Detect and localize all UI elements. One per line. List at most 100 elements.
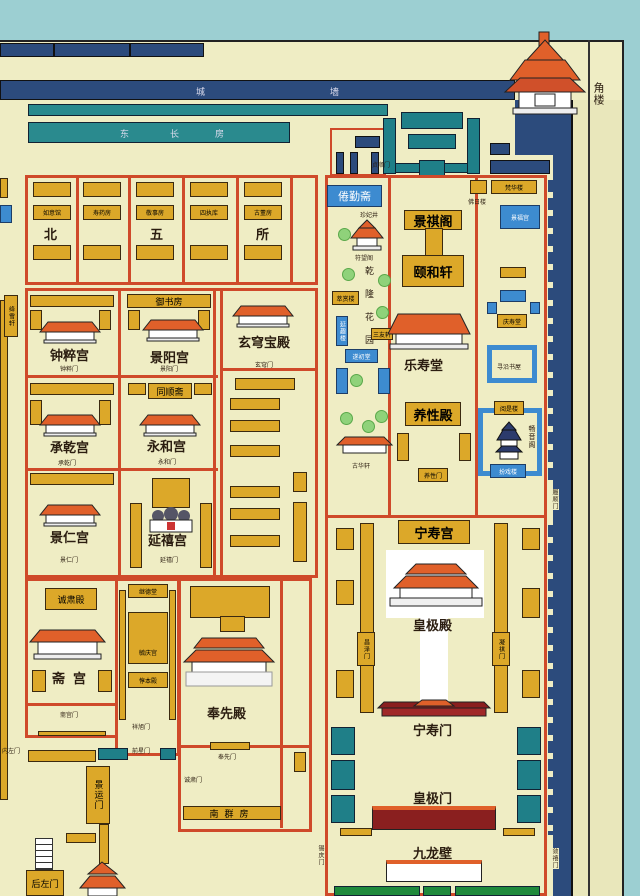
changyinge-label: 畅音阁 <box>528 425 536 449</box>
building-label: 四执库 <box>199 210 218 217</box>
gate-label: 贞顺门 <box>372 162 391 169</box>
north-five-compound <box>25 175 318 285</box>
palace-icon <box>141 319 205 342</box>
sizhiku: 四执库 <box>190 205 228 220</box>
building <box>470 180 487 194</box>
building <box>293 502 307 562</box>
building <box>522 588 540 618</box>
divider <box>325 515 547 518</box>
gate-label: 锡庆门 <box>317 845 324 866</box>
building <box>230 398 280 410</box>
building <box>459 433 471 461</box>
gate-label: 敛禧门 <box>550 848 559 869</box>
east-wall-bastions <box>548 180 562 480</box>
zhaigong-label: 斋宫 <box>52 672 95 687</box>
building <box>503 828 535 836</box>
divider <box>128 175 131 285</box>
divider <box>182 175 185 285</box>
corner-tower-icon <box>503 31 587 115</box>
east-wall-edge <box>588 40 590 896</box>
ningshougong: 宁寿宫 <box>398 520 470 544</box>
nine-dragon-wall <box>386 860 482 882</box>
palace-icon <box>138 414 202 437</box>
fuwangge-label: 符望阁 <box>355 255 374 262</box>
building <box>383 118 396 174</box>
corner-tower-label: 角楼 <box>592 82 605 106</box>
building-label: 继德堂 <box>138 588 157 596</box>
building <box>200 503 212 568</box>
building <box>220 616 245 632</box>
jingshifang: 敬事房 <box>136 205 174 220</box>
north-wall-segment <box>130 43 204 57</box>
building <box>350 152 358 174</box>
building <box>244 245 282 260</box>
building <box>397 433 409 461</box>
qingshoutang: 庆寿堂 <box>497 314 527 328</box>
east-wall-bastions <box>548 525 562 835</box>
building <box>0 205 12 223</box>
ningshoumen-label: 宁寿门 <box>413 724 453 739</box>
building <box>198 310 210 330</box>
tree-icon <box>350 374 363 387</box>
building-label: 御书房 <box>155 297 183 308</box>
chengqiangong-label: 承乾宫 <box>50 441 90 456</box>
fuwangge-icon <box>349 219 385 251</box>
suichutang: 遂初堂 <box>345 349 378 363</box>
nanqunfang: 南群房 <box>183 806 281 820</box>
divider <box>76 175 79 285</box>
banxilou: 扮戏楼 <box>490 464 526 478</box>
side-building <box>331 727 355 755</box>
building <box>128 383 146 395</box>
pavilion-icon <box>78 861 127 896</box>
building <box>334 886 420 896</box>
outer-boundary-right <box>622 40 624 896</box>
building <box>190 182 228 197</box>
building-label: 养性殿 <box>413 408 453 424</box>
building <box>408 134 456 149</box>
gate-label: 景阳门 <box>160 366 179 373</box>
building <box>425 228 443 258</box>
building <box>230 486 280 498</box>
north-five-label: 五 <box>150 228 164 243</box>
gate-label: 履顺门 <box>550 489 559 510</box>
well-label: 珍妃井 <box>360 212 379 219</box>
building <box>33 182 71 197</box>
building-label: 寻沿书屋 <box>497 364 522 371</box>
tongshunzhai: 同顺斋 <box>148 383 192 399</box>
shouyaofang: 寿药房 <box>83 205 121 220</box>
zhongcuigong-label: 钟粹宫 <box>50 349 90 364</box>
city-wall <box>0 80 515 100</box>
side-building <box>517 760 541 790</box>
east-long-house <box>28 104 388 116</box>
jingrengong-label: 景仁宫 <box>50 531 90 546</box>
yangxingmen: 养性门 <box>418 468 448 482</box>
yihexuan: 颐和轩 <box>402 255 464 287</box>
gate-label: 玄穹门 <box>255 362 274 369</box>
building <box>66 833 96 843</box>
fengxiandian-icon <box>182 637 276 687</box>
tree-icon <box>362 420 375 433</box>
building <box>244 182 282 197</box>
building <box>210 742 250 750</box>
building <box>83 182 121 197</box>
building <box>0 300 8 800</box>
yonghegong-label: 永和宫 <box>147 440 187 455</box>
building-label: 阅是楼 <box>499 405 518 413</box>
building <box>136 182 174 197</box>
building <box>455 886 540 896</box>
yueshilou: 阅是楼 <box>494 401 524 415</box>
gate-label: 景运门 <box>92 780 103 810</box>
side-building <box>517 727 541 755</box>
divider <box>118 288 121 578</box>
north-wall-segment <box>0 43 54 57</box>
jingyanggong-label: 景阳宫 <box>150 351 190 366</box>
building <box>230 508 280 520</box>
gate-label: 昌泽门 <box>362 638 370 660</box>
building <box>169 590 176 720</box>
building <box>419 160 445 176</box>
western-pavilion-icon <box>149 507 193 533</box>
building <box>423 886 451 896</box>
jiangxuexuan: 绛雪轩 <box>4 295 18 337</box>
city-wall-label: 城 <box>196 88 206 98</box>
building-label: 扮戏楼 <box>498 468 517 476</box>
